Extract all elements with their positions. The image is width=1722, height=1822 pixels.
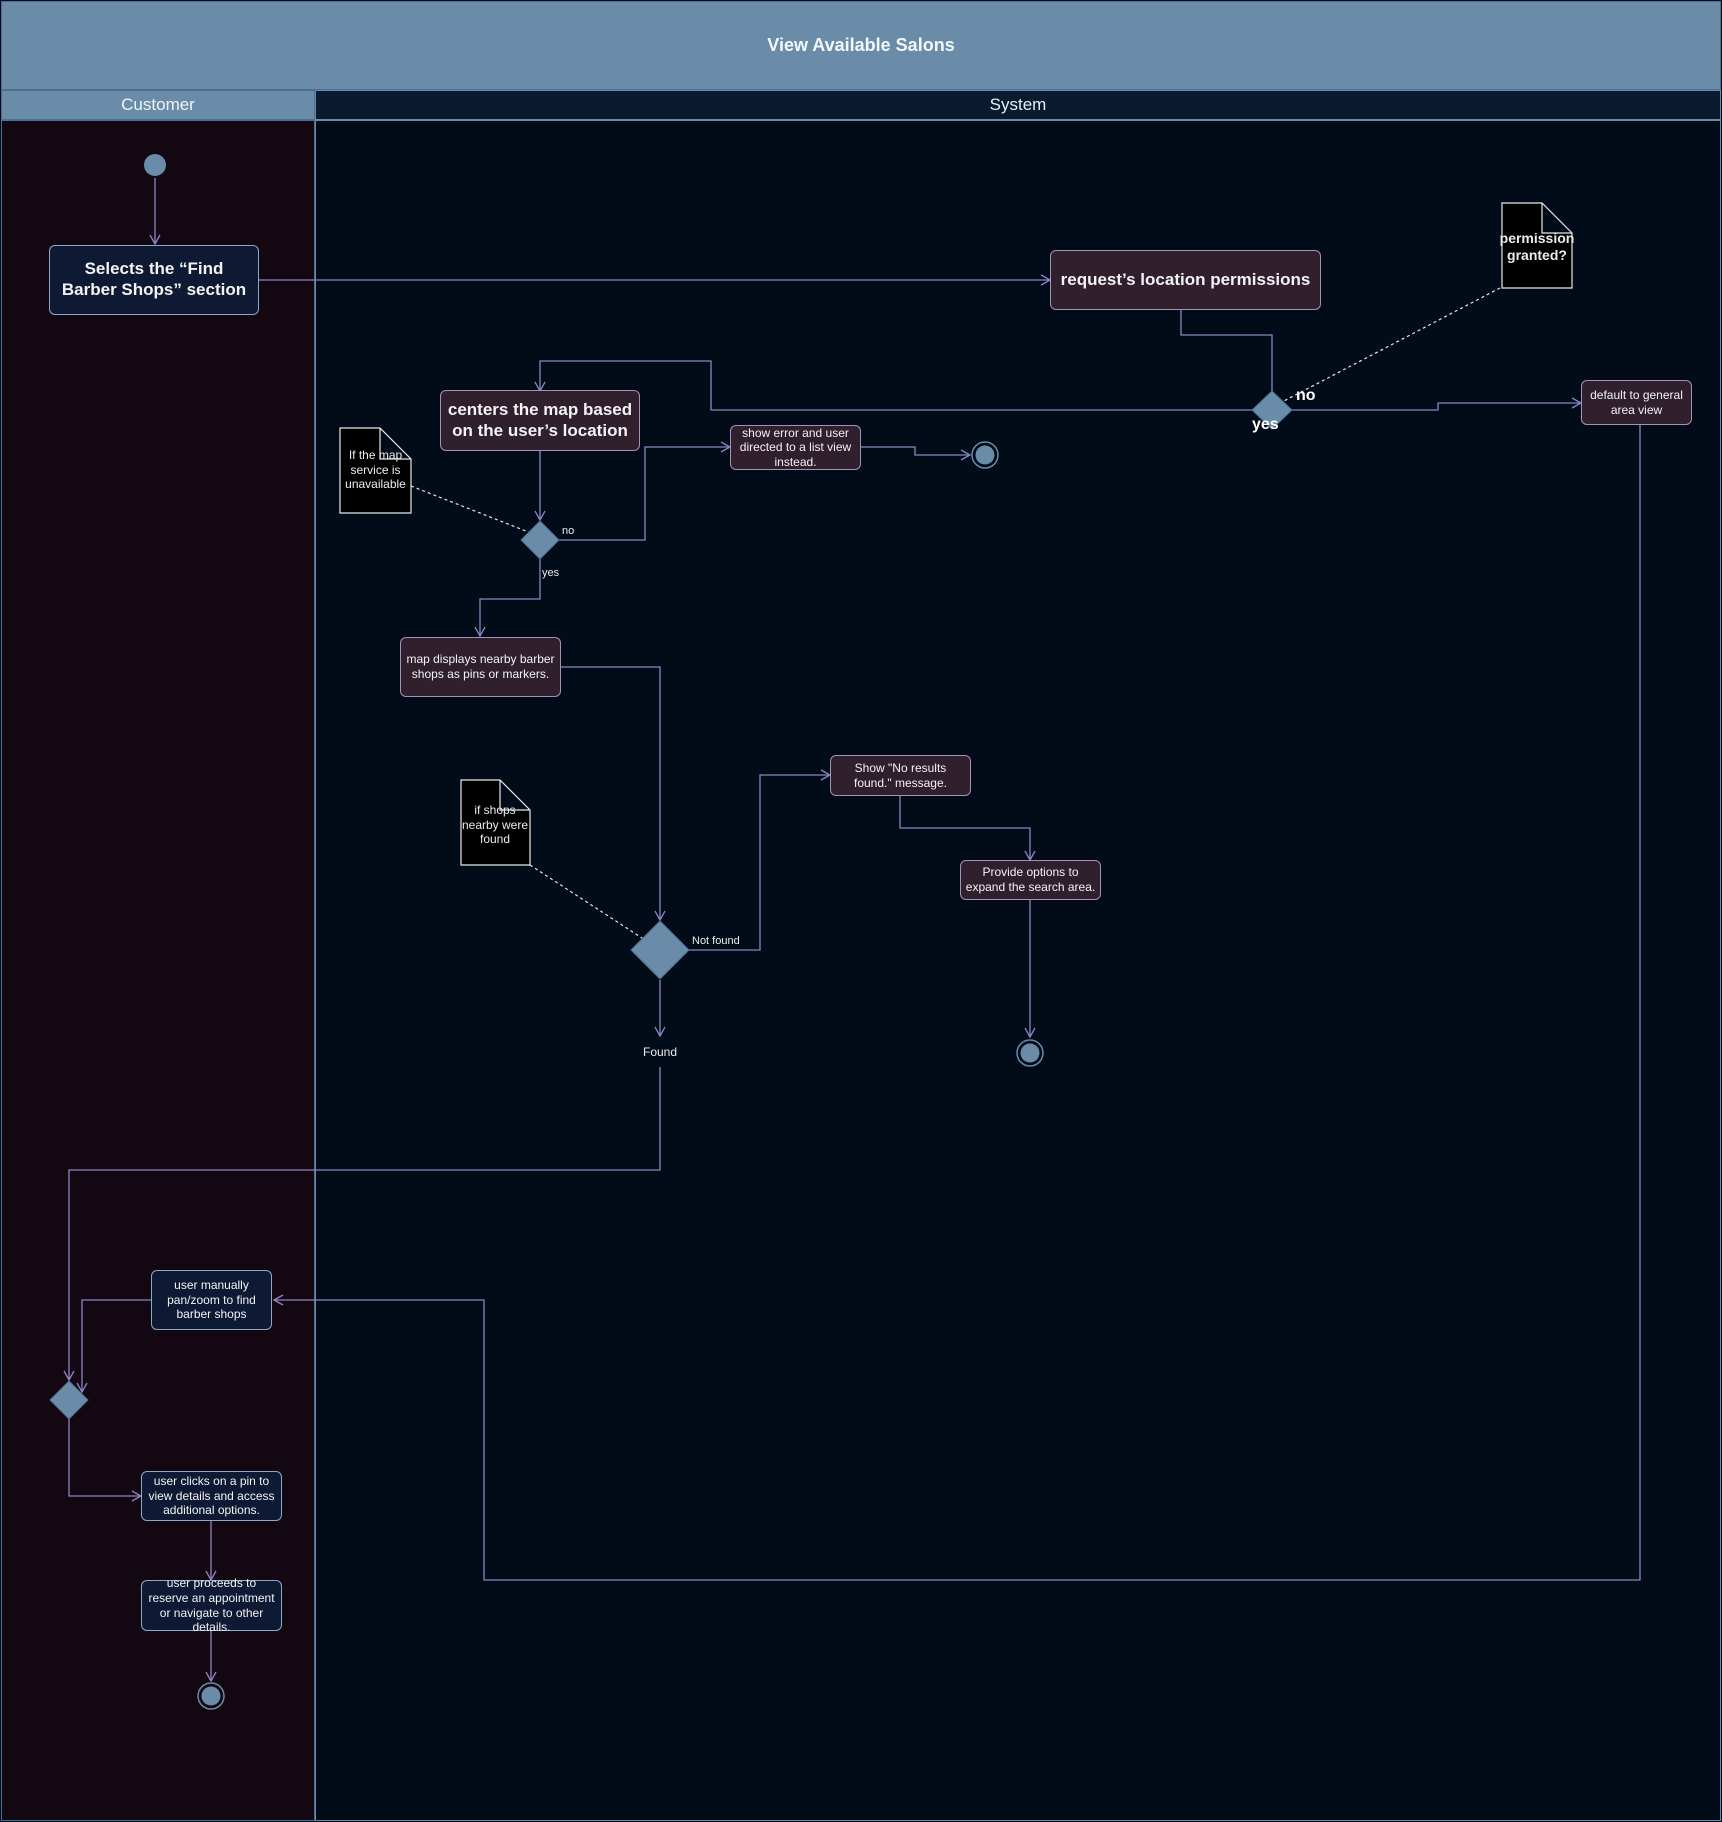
action-map-displays: map displays nearby barber shops as pins… xyxy=(400,637,561,697)
diagram-title: View Available Salons xyxy=(1,1,1721,90)
flow-manual-to-merge xyxy=(76,1299,151,1394)
label-permission-yes: yes xyxy=(1252,416,1279,433)
label-permission-no: no xyxy=(1296,387,1316,404)
action-center-map: centers the map based on the user’s loca… xyxy=(440,390,640,451)
flow-error-to-end xyxy=(861,446,972,461)
note-link-map-unavailable xyxy=(410,485,532,534)
note-shapes xyxy=(339,202,1573,866)
action-expand-search: Provide options to expand the search are… xyxy=(960,860,1101,900)
note-shops-found-shape xyxy=(460,779,531,866)
note-permission-shape xyxy=(1501,202,1573,289)
note-shops-found: if shops nearby were found xyxy=(461,803,529,847)
note-map-unavailable: If the map service is unavailable xyxy=(345,448,406,492)
decision-merge xyxy=(49,1380,89,1420)
action-manual-pan: user manually pan/zoom to find barber sh… xyxy=(151,1270,272,1330)
flow-default-to-manual xyxy=(272,425,1641,1581)
label-map-yes: yes xyxy=(542,567,560,579)
lane-header-customer: Customer xyxy=(1,90,315,120)
action-click-pin: user clicks on a pin to view details and… xyxy=(141,1471,282,1521)
decision-nodes xyxy=(49,390,1293,1420)
action-default-general: default to general area view xyxy=(1581,380,1692,425)
action-no-results: Show "No results found." message. xyxy=(830,755,971,796)
lane-customer xyxy=(1,120,315,1821)
flow-found-to-merge xyxy=(63,1067,661,1382)
flow-map-no-to-error xyxy=(559,441,732,541)
label-found: Found xyxy=(642,1045,678,1059)
label-map-no: no xyxy=(562,525,575,537)
flow-map-yes-to-display xyxy=(474,559,541,638)
flow-permission-no-to-default xyxy=(1290,397,1583,411)
start-end-nodes xyxy=(144,154,1044,1710)
lane-header-system: System xyxy=(315,90,1721,120)
flow-no-results-to-expand xyxy=(899,796,1036,862)
flow-permission-yes-to-center xyxy=(534,360,1254,411)
decision-map-available xyxy=(520,520,560,560)
action-select-find-barber: Selects the “Find Barber Shops” section xyxy=(49,245,259,315)
end-node-customer xyxy=(197,1682,225,1710)
decision-permission xyxy=(1251,390,1293,430)
end-node-error xyxy=(971,441,999,469)
action-proceed-reserve: user proceeds to reserve an appointment … xyxy=(141,1576,282,1634)
end-node-no-results xyxy=(1016,1039,1044,1067)
label-not-found: Not found xyxy=(692,935,740,947)
note-permission-granted: permission granted? xyxy=(1499,230,1575,263)
flow-merge-to-click-pin xyxy=(68,1419,143,1502)
note-link-shops-found xyxy=(529,864,646,941)
flow-not-found-to-no-results xyxy=(689,769,832,951)
note-link-permission xyxy=(1281,287,1501,403)
flow-display-to-found-decision xyxy=(561,666,666,922)
action-request-permissions: request’s location permissions xyxy=(1050,250,1321,310)
action-show-error: show error and user directed to a list v… xyxy=(730,425,861,470)
decision-shops-found xyxy=(630,920,690,980)
note-map-unavailable-shape xyxy=(339,427,412,514)
start-node xyxy=(144,154,166,176)
flow-request-to-permission-decision xyxy=(1180,310,1273,396)
